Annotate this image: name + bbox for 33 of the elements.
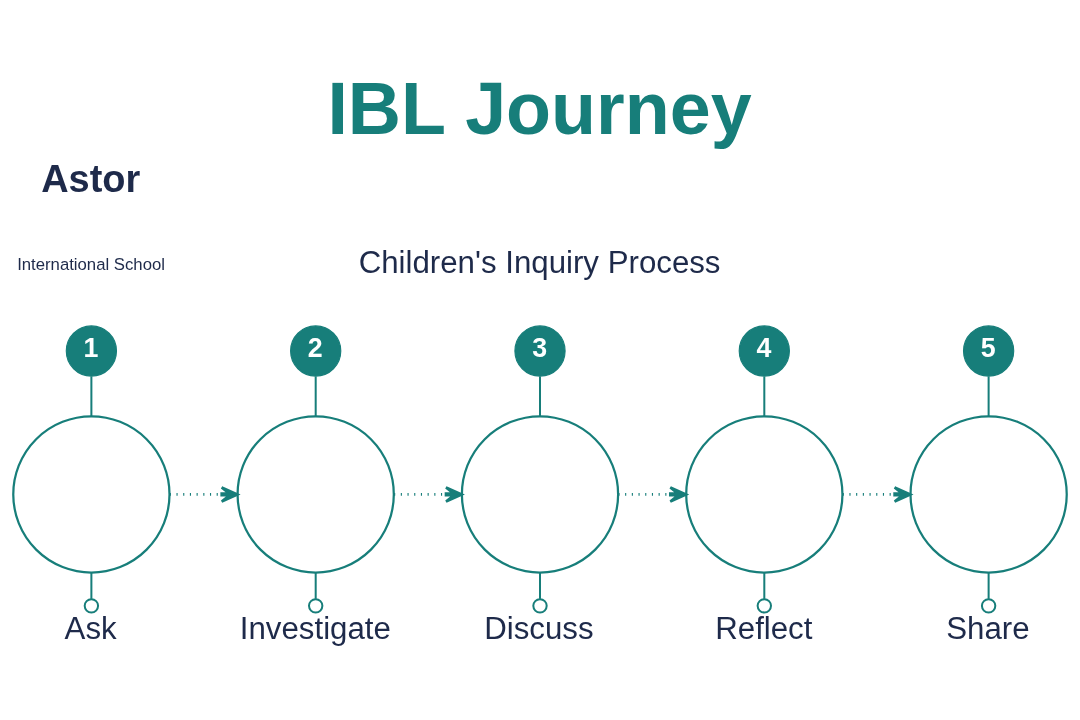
connector bbox=[90, 375, 93, 416]
diagram-title: IBL Journey bbox=[327, 66, 752, 150]
node-circle: 4 bbox=[738, 324, 790, 377]
node-circle: 3 bbox=[514, 324, 566, 377]
node-circle bbox=[12, 414, 171, 574]
node-circle bbox=[685, 414, 844, 574]
connector bbox=[83, 572, 100, 614]
node-circle bbox=[236, 414, 395, 574]
connector bbox=[532, 572, 548, 614]
arrow bbox=[618, 485, 688, 503]
node-text: Investigate bbox=[239, 610, 391, 646]
node-text: Discuss bbox=[484, 610, 594, 646]
connector bbox=[539, 375, 541, 416]
connector bbox=[314, 375, 317, 416]
node-circle: 2 bbox=[290, 324, 342, 377]
node-circle: 5 bbox=[962, 324, 1015, 377]
label: Children's Inquiry Process bbox=[358, 244, 721, 280]
node-circle bbox=[460, 414, 620, 574]
connector bbox=[763, 375, 766, 416]
arrow bbox=[169, 485, 239, 503]
arrow bbox=[842, 485, 912, 503]
label: Astor bbox=[41, 157, 141, 200]
arrow bbox=[394, 485, 463, 503]
connector bbox=[308, 572, 324, 614]
node-circle bbox=[909, 414, 1068, 574]
connector bbox=[980, 572, 997, 614]
node-circle: 1 bbox=[65, 324, 118, 377]
node-text: Ask bbox=[64, 610, 117, 646]
node-text: Reflect bbox=[715, 610, 813, 646]
node-text: Share bbox=[946, 610, 1030, 646]
label: International School bbox=[17, 254, 165, 274]
connector bbox=[756, 572, 772, 614]
connector bbox=[987, 375, 990, 416]
